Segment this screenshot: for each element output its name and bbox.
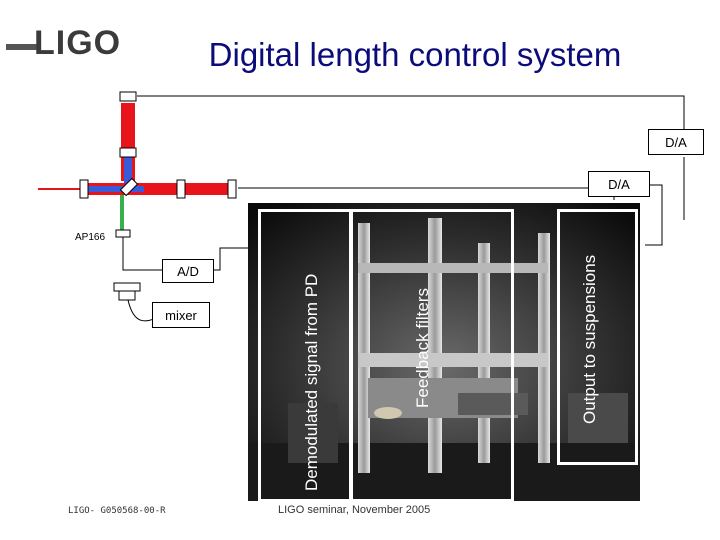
recycling-mirror	[79, 179, 89, 199]
input-mirror-y	[119, 147, 137, 158]
middle-feedback-wire	[238, 187, 615, 200]
photodetector-mount	[113, 282, 141, 292]
electronics-photo	[248, 203, 640, 501]
logo-mark	[6, 44, 40, 50]
photodetector	[115, 229, 131, 238]
electronics-photo-image	[248, 203, 640, 501]
middle-da-to-right-wire	[645, 184, 663, 246]
pd-to-ad-wire	[122, 237, 162, 271]
demodulated-signal-label: Demodulated signal from PD	[302, 273, 321, 491]
beam-splitter	[119, 177, 139, 197]
document-id: LIGO- G050568-00-R	[68, 506, 166, 516]
end-mirror-x	[227, 179, 237, 199]
top-feedback-wire	[137, 95, 685, 138]
photodetector-body	[118, 290, 136, 301]
da-middle-box: D/A	[588, 171, 650, 197]
ligo-logo: LIGO	[34, 24, 122, 62]
ad-converter-box: A/D	[162, 259, 214, 283]
da-top-box: D/A	[648, 129, 704, 155]
photodetector-label: AP166	[75, 232, 106, 243]
output-beam-green	[120, 195, 124, 231]
mixer-box: mixer	[152, 302, 210, 328]
ad-to-photo-wire	[213, 247, 248, 271]
output-to-suspensions-label: Output to suspensions	[580, 254, 599, 424]
feedback-panel	[350, 209, 514, 502]
footer-caption: LIGO seminar, November 2005	[278, 504, 431, 516]
feedback-filters-label: Feedback filters	[413, 288, 432, 408]
x-arm-beam-blue	[84, 186, 144, 192]
end-mirror-y	[119, 91, 137, 102]
input-mirror-x	[176, 179, 186, 199]
output-panel	[557, 209, 638, 465]
page-title: Digital length control system	[208, 36, 622, 73]
y-arm-beam-blue	[124, 150, 132, 186]
